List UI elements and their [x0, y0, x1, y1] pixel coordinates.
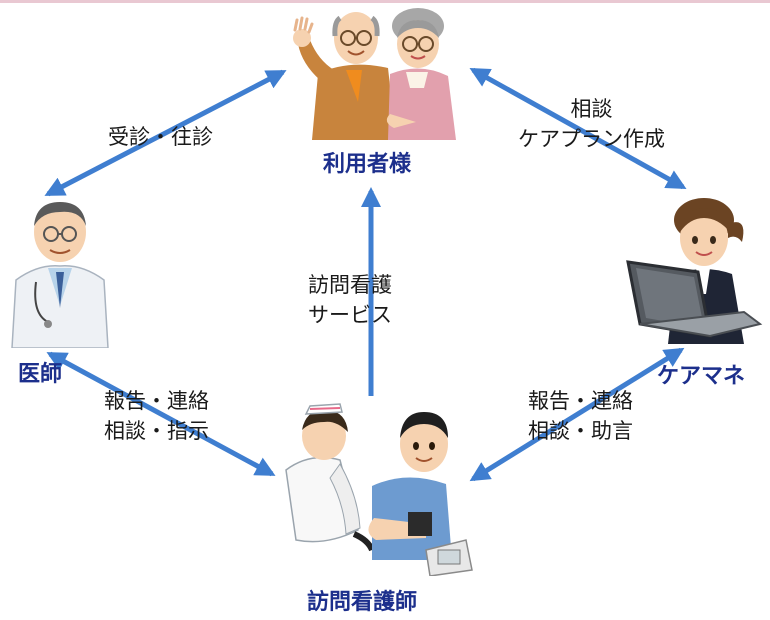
edge-label-doctor-user: 受診・往診 [108, 122, 213, 152]
edge-label-line: サービス [308, 303, 392, 328]
top-border [0, 0, 770, 3]
doctor-icon [11, 202, 109, 348]
edge-label-line: 訪問看護 [308, 273, 392, 297]
doctor-label: 医師 [18, 362, 63, 387]
elderly-couple-icon [293, 8, 456, 140]
edge-label-user-care-manager: 相談 ケアプラン作成 [518, 94, 665, 155]
nurse-with-patient-icon [285, 403, 473, 576]
edge-label-nurse-user: 訪問看護 サービス [308, 270, 392, 331]
edge-label-care-manager-nurse: 報告・連絡 相談・助言 [528, 386, 633, 447]
user-label: 利用者様 [323, 152, 412, 177]
arrow-doctor-user [44, 69, 287, 197]
edge-label-line: 相談・助言 [528, 419, 633, 444]
edge-label-line: 報告・連絡 [104, 389, 209, 413]
edge-label-line: 受診・往診 [108, 125, 213, 149]
edge-label-line: 報告・連絡 [528, 389, 633, 413]
edge-label-line: ケアプラン作成 [518, 127, 665, 152]
arrow-doctor-nurse [46, 351, 276, 477]
care-manager-at-laptop-icon [626, 198, 763, 344]
edge-label-line: 相談 [570, 97, 613, 121]
edge-label-doctor-nurse: 報告・連絡 相談・指示 [104, 386, 209, 447]
edge-label-line: 相談・指示 [104, 419, 209, 444]
care-manager-label: ケアマネ [657, 364, 746, 389]
arrow-caremanager-nurse [469, 347, 685, 482]
arrow-user-caremanager [469, 67, 687, 190]
nurse-label: 訪問看護師 [307, 590, 418, 615]
